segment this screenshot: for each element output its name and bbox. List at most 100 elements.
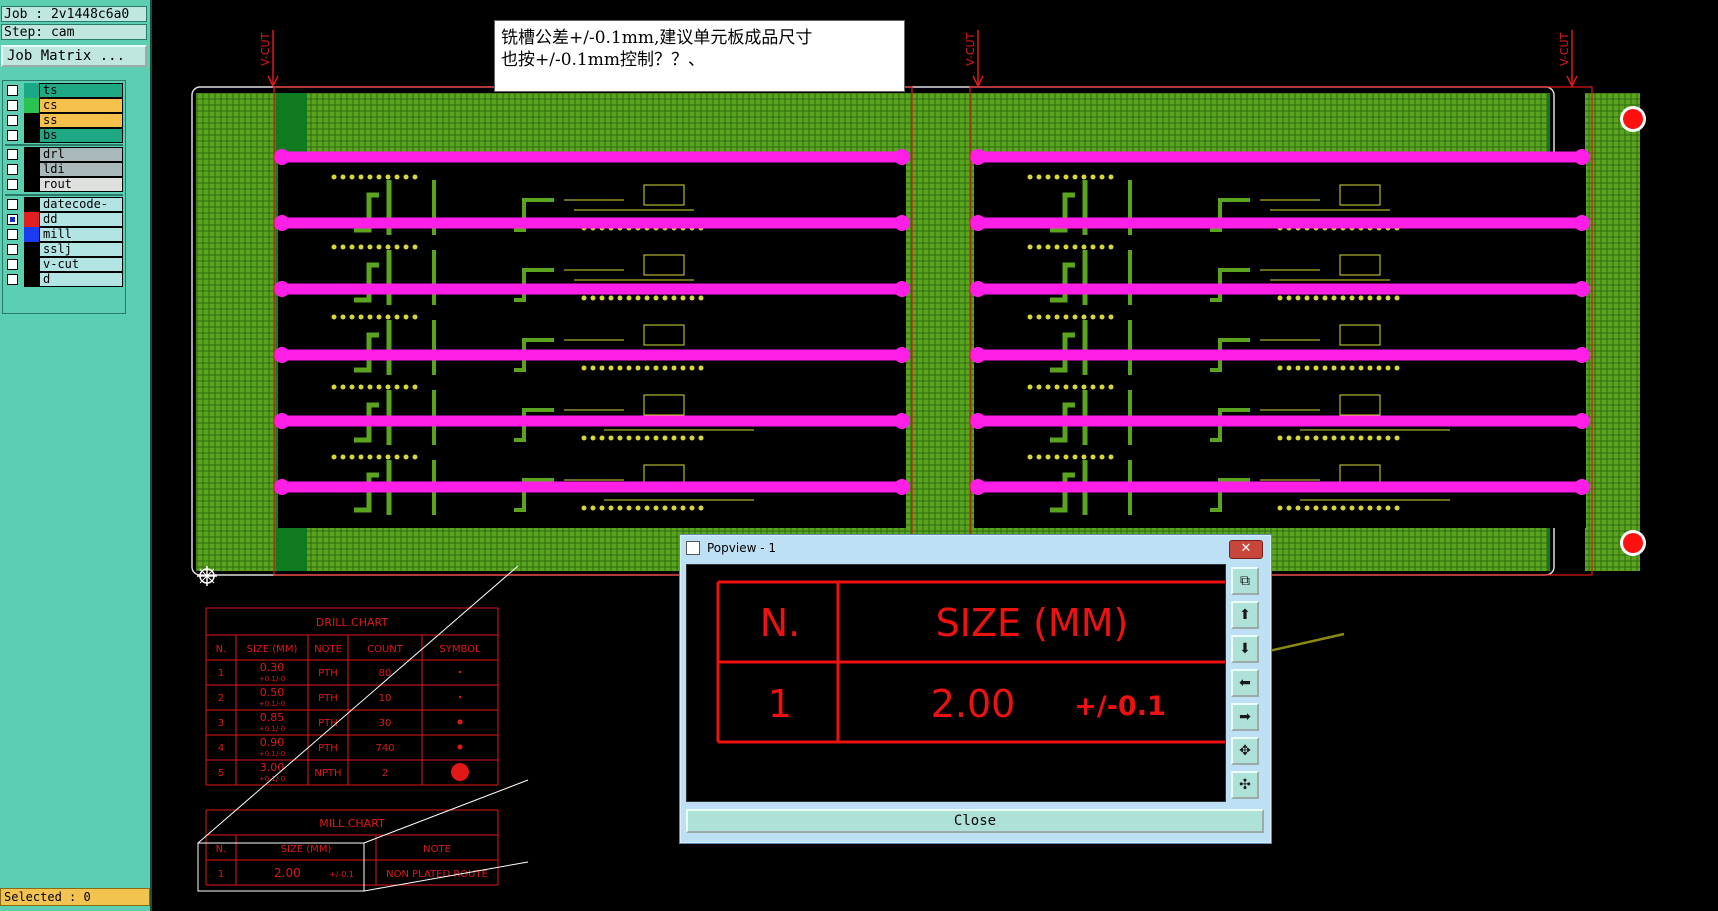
pad: [1394, 435, 1400, 441]
layer-row-d[interactable]: d: [5, 272, 123, 287]
mill-row-tolerance: +/-0.1: [329, 870, 354, 879]
pan-left-icon[interactable]: ⬅: [1231, 669, 1259, 697]
pad: [1027, 384, 1033, 390]
pad: [367, 244, 373, 250]
zoom-fit-icon[interactable]: ⧉: [1231, 567, 1259, 595]
pad: [1313, 435, 1319, 441]
layer-row-sslj[interactable]: sslj: [5, 242, 123, 257]
zoom-in-icon[interactable]: ✣: [1231, 771, 1259, 799]
pad: [1036, 174, 1042, 180]
layer-name[interactable]: ts: [39, 83, 123, 98]
pan-right-icon[interactable]: ➡: [1231, 703, 1259, 731]
layer-color-swatch[interactable]: [24, 227, 39, 242]
layer-color-swatch[interactable]: [24, 162, 39, 177]
pad: [412, 244, 418, 250]
layer-color-swatch[interactable]: [24, 98, 39, 113]
mill-end: [894, 413, 910, 429]
layer-row-datecode-ss[interactable]: datecode-ss: [5, 197, 123, 224]
pad: [1108, 244, 1114, 250]
layer-checkbox[interactable]: [7, 179, 18, 190]
layer-row-v-cut[interactable]: v-cut: [5, 257, 123, 272]
layer-row-ss[interactable]: ss: [5, 113, 123, 128]
layer-name[interactable]: datecode-ss: [39, 197, 123, 224]
mill-end: [1574, 215, 1590, 231]
layer-color-swatch[interactable]: [24, 113, 39, 128]
drill-row-count: 740: [375, 743, 394, 754]
layer-checkbox[interactable]: [7, 199, 18, 210]
job-matrix-button[interactable]: Job Matrix ...: [1, 45, 147, 67]
layer-row-drl[interactable]: drl: [5, 147, 123, 162]
layer-checkbox[interactable]: [7, 100, 18, 111]
layer-name[interactable]: dd: [39, 212, 123, 227]
layer-row-mill[interactable]: mill: [5, 227, 123, 242]
layer-checkbox[interactable]: [7, 229, 18, 240]
component-outline: [1339, 184, 1381, 206]
close-button[interactable]: Close: [686, 809, 1264, 833]
pad: [689, 505, 695, 511]
layer-color-swatch[interactable]: [24, 83, 39, 98]
pad: [349, 174, 355, 180]
mill-end: [894, 215, 910, 231]
layer-color-swatch[interactable]: [24, 272, 39, 287]
zoom-out-icon[interactable]: ✥: [1231, 737, 1259, 765]
layer-row-cs[interactable]: cs: [5, 98, 123, 113]
popview-viewport[interactable]: N. SIZE (MM) 1 2.00 +/-0.1: [686, 564, 1226, 802]
pad: [1376, 505, 1382, 511]
layer-row-ts[interactable]: ts: [5, 83, 123, 98]
pad: [1099, 174, 1105, 180]
drill-row-tolerance: +0.1/-0: [259, 750, 285, 758]
layer-color-swatch[interactable]: [24, 197, 39, 212]
layer-name[interactable]: sslj: [39, 242, 123, 257]
layer-checkbox[interactable]: [7, 115, 18, 126]
pad: [1358, 365, 1364, 371]
pad: [1099, 314, 1105, 320]
layer-color-swatch[interactable]: [24, 147, 39, 162]
layer-checkbox[interactable]: [7, 85, 18, 96]
layer-name[interactable]: rout: [39, 177, 123, 192]
layer-color-swatch[interactable]: [24, 242, 39, 257]
layer-name[interactable]: ldi: [39, 162, 123, 177]
mill-end: [970, 215, 986, 231]
layer-color-swatch[interactable]: [24, 257, 39, 272]
layer-name[interactable]: cs: [39, 98, 123, 113]
layer-checkbox[interactable]: [7, 164, 18, 175]
layer-row-rout[interactable]: rout: [5, 177, 123, 192]
layer-row-bs[interactable]: bs: [5, 128, 123, 143]
layer-checkbox[interactable]: [7, 274, 18, 285]
layer-name[interactable]: d: [39, 272, 123, 287]
pad: [671, 295, 677, 301]
layer-name[interactable]: mill: [39, 227, 123, 242]
pad: [1394, 295, 1400, 301]
pad: [581, 505, 587, 511]
layer-checkbox[interactable]: [7, 259, 18, 270]
pad: [1045, 244, 1051, 250]
layer-name[interactable]: drl: [39, 147, 123, 162]
layer-color-swatch[interactable]: [24, 128, 39, 143]
layer-name[interactable]: ss: [39, 113, 123, 128]
pad: [1063, 174, 1069, 180]
layer-checkbox[interactable]: [7, 130, 18, 141]
pad: [1108, 314, 1114, 320]
pad: [1027, 244, 1033, 250]
layer-name[interactable]: bs: [39, 128, 123, 143]
close-icon[interactable]: ✕: [1229, 540, 1263, 559]
pad: [358, 174, 364, 180]
layer-checkbox[interactable]: [7, 244, 18, 255]
layer-color-swatch[interactable]: [24, 177, 39, 192]
layer-row-dd[interactable]: dd: [5, 212, 123, 227]
pad: [1054, 174, 1060, 180]
pad: [1385, 505, 1391, 511]
pan-up-icon[interactable]: ⬆: [1231, 601, 1259, 629]
layer-color-swatch[interactable]: [24, 212, 39, 227]
layer-name[interactable]: v-cut: [39, 257, 123, 272]
layer-checkbox[interactable]: [7, 149, 18, 160]
selected-status: Selected : 0: [0, 888, 150, 906]
layer-checkbox[interactable]: [7, 214, 18, 225]
layer-row-ldi[interactable]: ldi: [5, 162, 123, 177]
pan-down-icon[interactable]: ⬇: [1231, 635, 1259, 663]
note-line-1: 铣槽公差+/-0.1mm,建议单元板成品尺寸: [501, 28, 813, 48]
panel-divider[interactable]: [150, 0, 152, 911]
zoom-leader-line: [363, 861, 529, 892]
